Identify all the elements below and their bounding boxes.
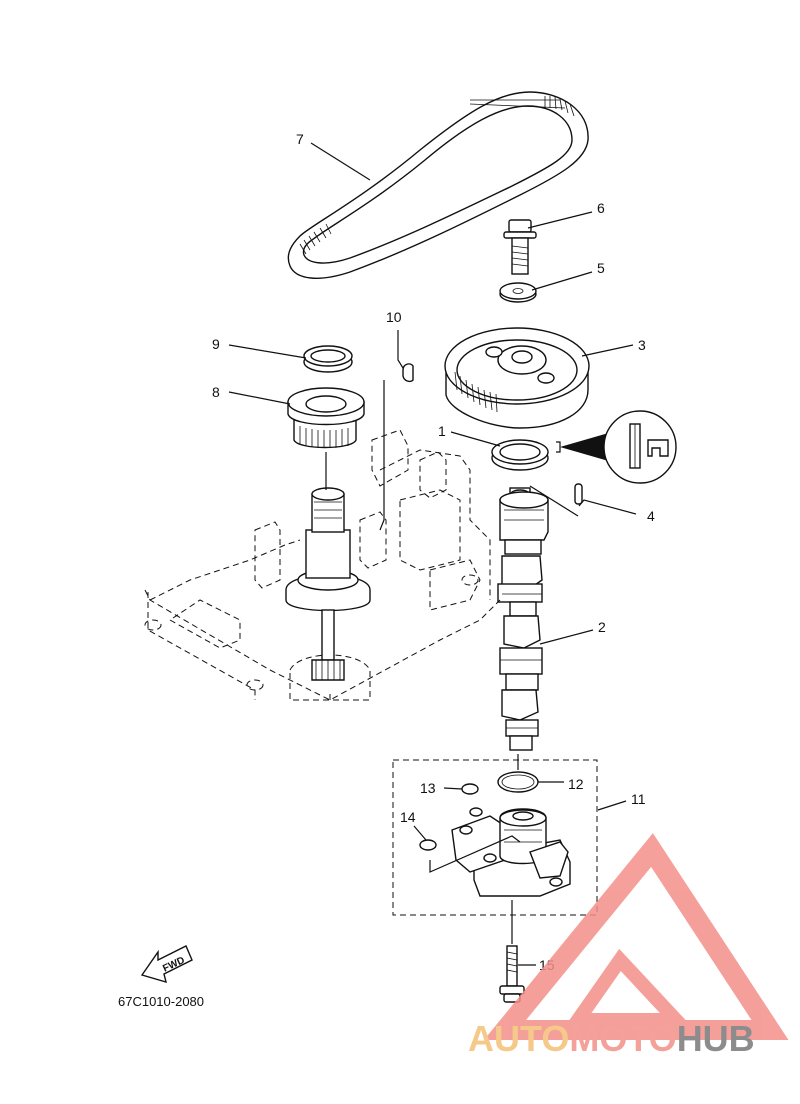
seal-detail-inset — [556, 410, 677, 484]
callout-2: 2 — [598, 619, 606, 635]
o-ring-side-part — [419, 839, 437, 851]
callout-11: 11 — [631, 791, 646, 807]
watermark-hub: HUB — [676, 1018, 755, 1059]
o-ring-large-part — [497, 771, 539, 793]
callout-7: 7 — [296, 131, 304, 147]
washer-part — [499, 282, 537, 303]
callout-6: 6 — [597, 200, 605, 216]
o-ring-small-part — [461, 783, 479, 795]
callout-14: 14 — [400, 809, 416, 825]
callout-9: 9 — [212, 336, 220, 352]
oil-pump-part — [451, 807, 571, 897]
dowel-pin-part — [574, 483, 583, 505]
upper-oil-seal-part — [303, 345, 353, 373]
callout-13: 13 — [420, 780, 436, 796]
watermark-logo-icon — [483, 833, 789, 1040]
callout-1: 1 — [438, 423, 446, 439]
forward-arrow-icon: FWD — [140, 945, 193, 984]
callout-12: 12 — [568, 776, 584, 792]
crankshaft-stub — [285, 487, 371, 681]
oil-pump-assembly-box — [392, 759, 598, 916]
callout-5: 5 — [597, 260, 605, 276]
pump-bolt-part — [499, 945, 525, 1003]
camshaft-part — [497, 487, 549, 751]
watermark-moto: MOTO — [569, 1018, 677, 1059]
bolt-part — [503, 219, 537, 275]
leader-lines — [228, 142, 637, 966]
key-part — [402, 363, 414, 383]
callout-8: 8 — [212, 384, 220, 400]
callout-10: 10 — [386, 309, 402, 325]
cylinder-block-outline — [144, 429, 501, 701]
drive-pulley-part — [287, 387, 365, 449]
callout-3: 3 — [638, 337, 646, 353]
callout-4: 4 — [647, 508, 655, 524]
watermark-auto: AUTO — [468, 1018, 570, 1059]
driven-pulley-part — [444, 327, 590, 429]
oil-seal-part — [491, 439, 549, 471]
timing-belt-part — [287, 91, 589, 279]
diagram-code: 67C1010-2080 — [118, 994, 204, 1009]
watermark-text: AUTOMOTOHUB — [468, 1018, 755, 1060]
